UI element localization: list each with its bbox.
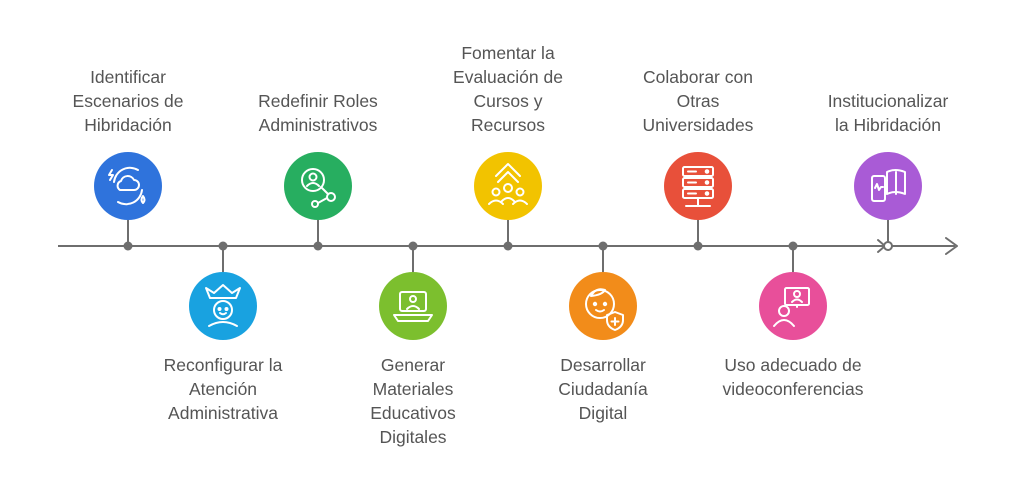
step-label-uso: Uso adecuado de videoconferencias [722,355,864,399]
timeline-arrowhead [945,237,958,255]
timeline-dot-generar [408,241,418,251]
step-label-reconfigurar: Reconfigurar la Atención Administrativa [163,355,283,423]
timeline-dot-fomentar [503,241,513,251]
step-label-institucionalizar: Institucionalizar la Hibridación [827,91,949,135]
phone-book-icon [871,169,906,202]
timeline-dot-redefinir [313,241,323,251]
timeline-dot-desarrollar [598,241,608,251]
step-circle-fomentar [474,152,542,220]
laptop-user-icon [393,291,433,322]
step-label-generar: Generar Materiales Educativos Digitales [370,355,456,447]
server-network-icon [682,166,714,207]
timeline-dot-identificar [123,241,133,251]
video-conference-icon [773,287,810,327]
user-network-icon [301,168,336,208]
cloud-cycle-icon [108,166,146,206]
step-label-identificar: Identificar Escenarios de Hibridación [72,67,184,135]
timeline-dot-uso [788,241,798,251]
step-circle-uso [759,272,827,340]
step-circle-institucionalizar [854,152,922,220]
child-shield-icon [585,288,624,331]
step-circle-desarrollar [569,272,637,340]
step-label-colaborar: Colaborar con Otras Universidades [642,67,754,135]
growth-team-icon [488,163,528,205]
step-label-fomentar: Fomentar la Evaluación de Cursos y Recur… [453,43,563,135]
step-circle-colaborar [664,152,732,220]
step-circle-reconfigurar [189,272,257,340]
timeline-dot-reconfigurar [218,241,228,251]
step-circle-generar [379,272,447,340]
timeline-dot-institucionalizar [883,241,893,251]
timeline-dot-colaborar [693,241,703,251]
crowned-person-icon [205,284,241,327]
step-label-desarrollar: Desarrollar Ciudadanía Digital [558,355,648,423]
step-circle-identificar [94,152,162,220]
step-label-redefinir: Redefinir Roles Administrativos [258,91,378,135]
step-circle-redefinir [284,152,352,220]
